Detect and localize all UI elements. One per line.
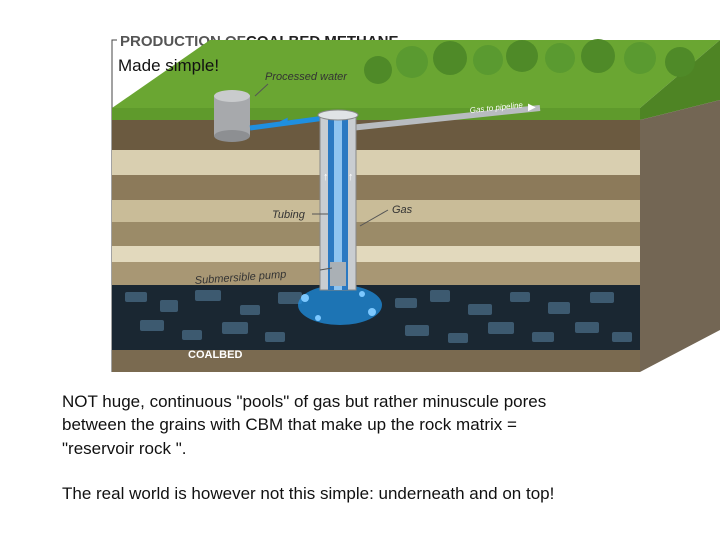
trees <box>364 39 695 84</box>
subtitle-made-simple: Made simple! <box>118 56 220 75</box>
block-side-face <box>640 100 720 372</box>
up-arrow-left: ↑ <box>323 171 329 183</box>
coalbed-methane-diagram: PRODUCTION OF COALBED METHANE <box>111 33 720 372</box>
label-coalbed: COALBED <box>188 349 242 361</box>
label-processed-water: Processed water <box>265 71 348 83</box>
gas-flow-arrow: ▶ <box>528 102 536 113</box>
body-line-1: NOT huge, continuous "pools" of gas but … <box>62 392 547 411</box>
label-gas: Gas <box>392 204 413 216</box>
coal-texture <box>125 290 632 343</box>
grass-side <box>640 40 720 120</box>
body-text: NOT huge, continuous "pools" of gas but … <box>62 390 702 506</box>
gas-pipeline <box>349 105 541 131</box>
storage-tank <box>214 90 250 142</box>
wellbore: ↑ ↑ <box>317 109 359 291</box>
body-line-2: between the grains with CBM that make up… <box>62 415 517 435</box>
up-arrow-right: ↑ <box>348 171 354 183</box>
body-line-4: The real world is however not this simpl… <box>62 484 555 504</box>
water-bubbles <box>298 285 382 325</box>
body-line-3: "reservoir rock ". <box>62 438 187 458</box>
label-tubing: Tubing <box>272 209 306 221</box>
water-flow-arrow: ◀ <box>280 116 288 127</box>
label-leaders <box>254 83 389 271</box>
processed-water-pipe <box>249 115 326 131</box>
